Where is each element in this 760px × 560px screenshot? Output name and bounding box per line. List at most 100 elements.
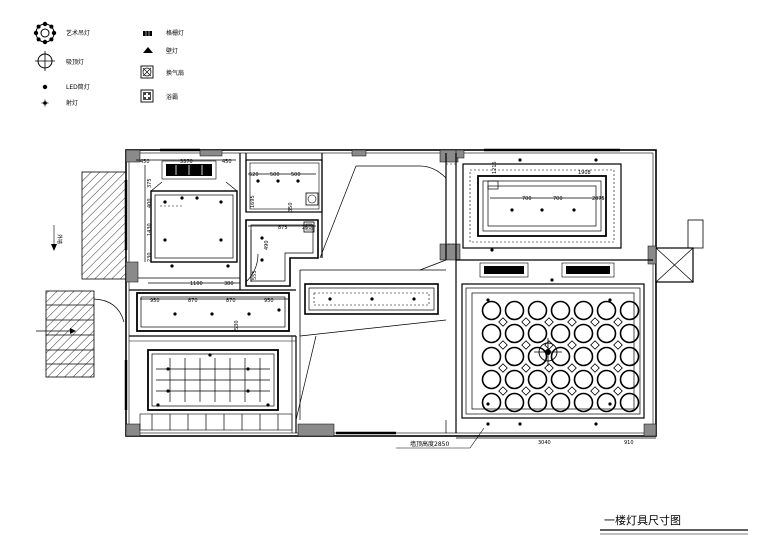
dim-500b: 500 xyxy=(291,172,301,178)
ornament-diamond xyxy=(544,363,554,373)
ornament-ring xyxy=(550,369,571,390)
ornament-ring xyxy=(527,300,548,321)
grille-lamp-icon xyxy=(479,262,615,278)
grille-lamp-icon xyxy=(143,31,152,36)
dim-3370: 3370 xyxy=(180,159,193,165)
spot-lamp-icon xyxy=(173,308,281,316)
ornament-ring xyxy=(619,392,640,413)
dimension-lines xyxy=(136,159,656,439)
dim-950a: 950 xyxy=(150,298,160,304)
ornament-ring xyxy=(573,392,594,413)
decorative-chandelier-icon xyxy=(534,338,562,366)
bath-heater-icon xyxy=(303,221,315,233)
led-downlight-icon xyxy=(486,248,612,426)
column xyxy=(439,149,459,163)
bath-heater-icon xyxy=(140,89,154,103)
ornament-ring xyxy=(596,346,617,367)
led-downlight-icon xyxy=(163,196,230,268)
ornament-ring xyxy=(481,369,502,390)
building-outline xyxy=(125,149,657,437)
legend-label-grille: 格栅灯 xyxy=(166,29,184,37)
legend-label-spot: 射灯 xyxy=(66,99,78,107)
ornament-diamond xyxy=(544,386,554,396)
ornament-diamond xyxy=(544,340,554,350)
column xyxy=(647,245,657,265)
spot-lamp-icon xyxy=(328,297,416,301)
legend-label-exhaust: 换气扇 xyxy=(166,69,184,77)
ornament-diamond xyxy=(613,317,623,327)
ornament-ring xyxy=(527,369,548,390)
dim-555: 555 xyxy=(252,270,258,280)
ornament-ring xyxy=(481,300,502,321)
bottom-left-grid-ceiling xyxy=(139,349,293,431)
dim-1695: 1695 xyxy=(250,195,256,208)
dim-350: 350 xyxy=(288,202,294,212)
ornament-diamond xyxy=(590,340,600,350)
room-l-shaped-ceiling xyxy=(245,219,319,287)
ceiling-lamp-icon xyxy=(35,51,55,71)
room-top-left-ceiling xyxy=(150,160,238,268)
ornament-diamond xyxy=(567,317,577,327)
spot-lamp-icon xyxy=(41,99,49,107)
led-downlight-icon xyxy=(510,158,598,212)
legend-label-led: LED筒灯 xyxy=(66,83,90,91)
room-top-middle-ceiling xyxy=(256,179,319,206)
column xyxy=(351,149,367,157)
ornament-ring xyxy=(573,369,594,390)
column xyxy=(125,261,139,283)
ornament-diamond xyxy=(521,363,531,373)
ornament-ring xyxy=(527,392,548,413)
ornament-ring xyxy=(481,346,502,367)
dim-870a: 870 xyxy=(188,298,198,304)
ornament-ring xyxy=(619,300,640,321)
ornament-ring xyxy=(550,323,571,344)
dim-870b: 870 xyxy=(226,298,236,304)
exterior-note: 外墙 xyxy=(56,234,63,244)
ornament-ring xyxy=(504,300,525,321)
ornament-diamond xyxy=(613,340,623,350)
column xyxy=(125,149,141,163)
legend-label-chandelier: 艺术吊灯 xyxy=(66,29,90,37)
ornament-ring xyxy=(596,300,617,321)
column xyxy=(455,149,465,159)
dim-450a: 450 xyxy=(140,159,150,165)
ornament-diamond xyxy=(613,386,623,396)
dim-530: 530 xyxy=(234,320,240,330)
ornament-ring xyxy=(527,323,548,344)
ornament-ring xyxy=(596,323,617,344)
ornament-ring xyxy=(504,392,525,413)
drawing-title-text: 一楼灯具尺寸图 xyxy=(604,513,681,527)
dim-1100: 1100 xyxy=(190,281,203,287)
dim-490: 490 xyxy=(264,240,270,250)
column xyxy=(439,243,461,261)
ornament-ring xyxy=(573,300,594,321)
legend: 艺术吊灯 吸顶灯 LED筒灯 射灯 格栅灯 壁灯 xyxy=(33,21,184,107)
ornament-diamond xyxy=(590,386,600,396)
drawing-title: 一楼灯具尺寸图 xyxy=(600,513,748,535)
dim-260: 260 xyxy=(302,225,312,231)
column xyxy=(643,423,657,437)
dim-700a: 700 xyxy=(522,196,532,202)
exhaust-fan-icon xyxy=(140,65,154,79)
led-downlight-icon xyxy=(260,236,264,262)
dim-375: 375 xyxy=(147,178,153,188)
ornament-ring xyxy=(573,323,594,344)
living-room-ornamental-ceiling xyxy=(461,248,645,426)
ornament-ring xyxy=(504,323,525,344)
ornament-ring xyxy=(504,369,525,390)
dim-380: 380 xyxy=(224,281,234,287)
ornament-ring xyxy=(527,346,548,367)
led-downlight-icon xyxy=(156,353,270,407)
ornament-diamond xyxy=(498,317,508,327)
column xyxy=(297,423,335,437)
ornament-diamond xyxy=(613,363,623,373)
entrance-arrow-icon xyxy=(36,328,76,334)
ornament-ring xyxy=(596,392,617,413)
dim-2075: 2075 xyxy=(592,196,605,202)
exhaust-fan-icon xyxy=(305,192,319,206)
dim-400: 400 xyxy=(147,198,153,208)
dim-950b: 950 xyxy=(264,298,274,304)
dim-230: 230 xyxy=(147,252,153,262)
dim-700b: 700 xyxy=(553,196,563,202)
ornament-ring xyxy=(619,323,640,344)
